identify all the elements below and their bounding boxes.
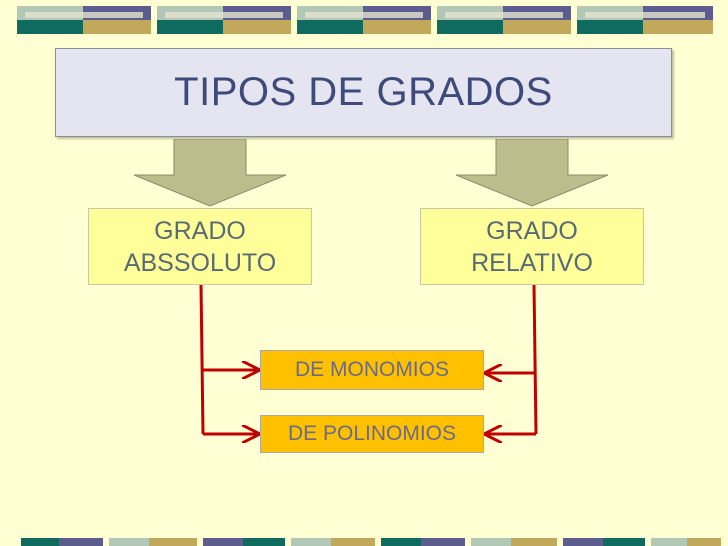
title-box: TIPOS DE GRADOS (55, 48, 672, 137)
de-monomios-label: DE MONOMIOS (294, 358, 449, 381)
deco-block-4 (437, 6, 571, 34)
deco-block-5 (577, 6, 713, 34)
right-vertical-connector (532, 284, 538, 435)
right-down-arrow (455, 139, 609, 207)
de-polinomios-label: DE POLINOMIOS (287, 422, 457, 445)
grado-relativo-line2: RELATIVO (471, 248, 593, 277)
top-decorative-strip (17, 6, 713, 34)
grado-relativo-box: GRADO RELATIVO (420, 208, 644, 285)
left-vertical-connector (199, 284, 205, 435)
de-monomios-box: DE MONOMIOS (260, 350, 484, 390)
de-polinomios-box: DE POLINOMIOS (260, 415, 484, 453)
left-down-arrow (133, 139, 287, 207)
grado-relativo-line1: GRADO (486, 216, 578, 245)
deco-block-3 (297, 6, 431, 34)
deco-block-1 (17, 6, 151, 34)
bottom-decorative-strip (21, 538, 721, 546)
grado-absoluto-line2: ABSSOLUTO (123, 248, 277, 277)
deco-block-2 (157, 6, 291, 34)
title-text: TIPOS DE GRADOS (174, 70, 553, 114)
grado-absoluto-box: GRADO ABSSOLUTO (88, 208, 312, 285)
grado-absoluto-line1: GRADO (154, 216, 246, 245)
